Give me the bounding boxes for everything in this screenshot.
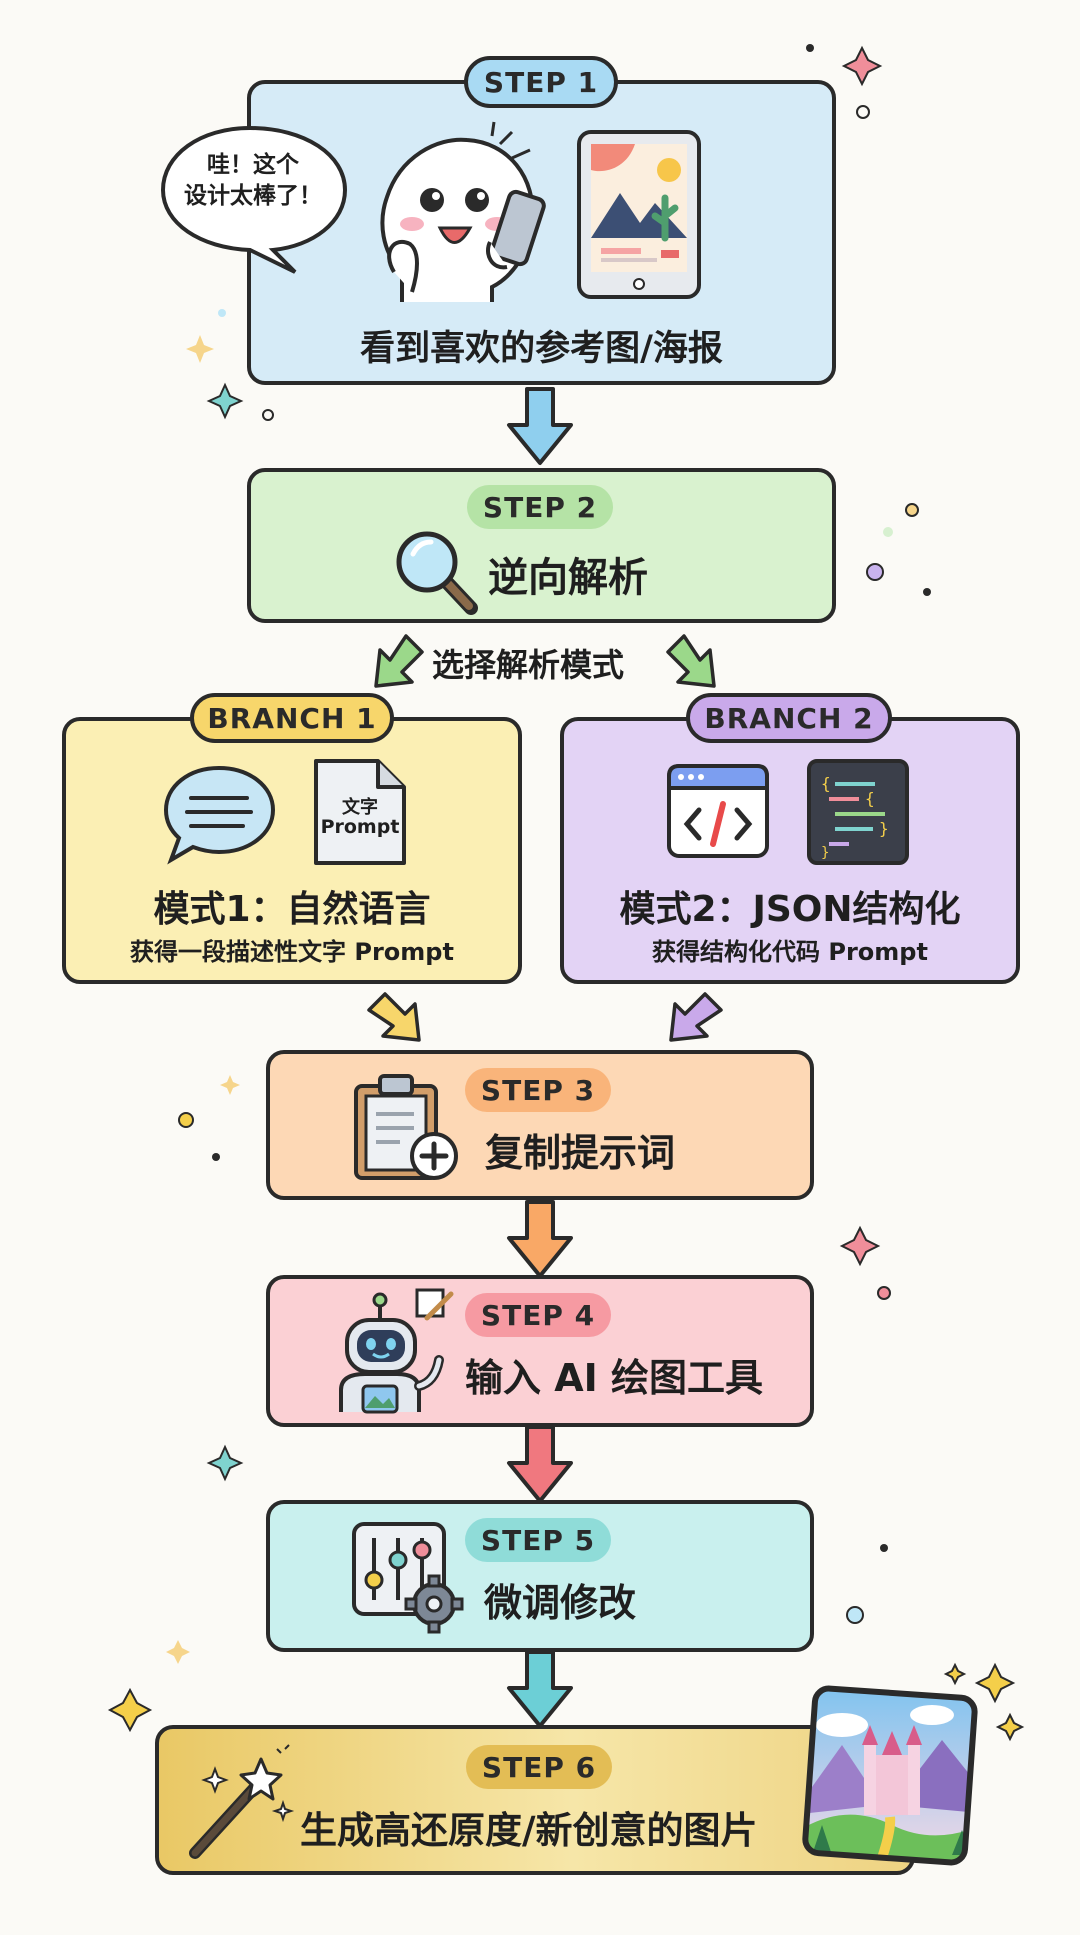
step6-title: 生成高还原度/新创意的图片	[300, 1809, 758, 1852]
step5-badge: STEP 5	[465, 1518, 611, 1562]
branch-arrow-right	[666, 634, 716, 688]
poster-tablet-icon	[577, 130, 701, 299]
step3-title: 复制提示词	[485, 1131, 676, 1175]
step4-title: 输入 AI 绘图工具	[465, 1356, 764, 1400]
step1-speech-text: 哇！这个 设计太棒了！	[184, 152, 322, 209]
step2-title: 逆向解析	[488, 555, 648, 601]
svg-text:}: }	[879, 819, 889, 838]
document-text-2: Prompt	[320, 816, 400, 838]
step1-card	[247, 80, 836, 385]
magnifier-icon	[396, 531, 478, 615]
branch2-title: 模式2：JSON结构化	[619, 889, 961, 930]
flow-arrow-5	[507, 1650, 573, 1728]
merge-arrow-left	[367, 992, 421, 1042]
branch-arrow-left	[374, 634, 424, 688]
branch1-card	[62, 717, 522, 984]
step5-title: 微调修改	[484, 1581, 637, 1625]
clipboard-icon	[354, 1074, 458, 1180]
smiley-phone-icon	[380, 121, 546, 302]
robot-icon	[339, 1288, 454, 1414]
code-window-icon	[667, 764, 769, 858]
chat-bubble-icon	[163, 765, 276, 865]
flow-arrow-4	[507, 1425, 573, 1503]
step4-badge: STEP 4	[465, 1293, 611, 1337]
step2-badge: STEP 2	[467, 485, 613, 529]
document-text-1: 文字	[342, 797, 378, 818]
step2-card	[247, 468, 836, 623]
sliders-gear-icon	[352, 1522, 464, 1634]
branch-label: 选择解析模式	[432, 646, 625, 684]
step1-badge: STEP 1	[464, 56, 618, 108]
branch1-title: 模式1：自然语言	[153, 889, 431, 930]
svg-text:{: {	[865, 789, 875, 808]
step1-title: 看到喜欢的参考图/海报	[360, 329, 723, 369]
merge-arrow-right	[669, 992, 723, 1042]
document-icon	[314, 759, 406, 865]
branch2-badge: BRANCH 2	[686, 693, 892, 743]
step3-badge: STEP 3	[465, 1068, 611, 1112]
svg-text:}: }	[821, 845, 829, 861]
castle-picture-icon	[802, 1685, 978, 1866]
svg-text:{: {	[821, 774, 831, 793]
magic-wand-icon	[189, 1744, 295, 1859]
flow-arrow-1	[507, 387, 573, 465]
code-editor-icon: { { } }	[807, 759, 909, 865]
flow-arrow-3	[507, 1200, 573, 1278]
branch2-subtitle: 获得结构化代码 Prompt	[652, 938, 928, 966]
step6-badge: STEP 6	[466, 1745, 612, 1789]
branch1-badge: BRANCH 1	[190, 693, 394, 743]
speech-bubble-icon	[160, 125, 348, 274]
branch1-subtitle: 获得一段描述性文字 Prompt	[130, 938, 454, 966]
